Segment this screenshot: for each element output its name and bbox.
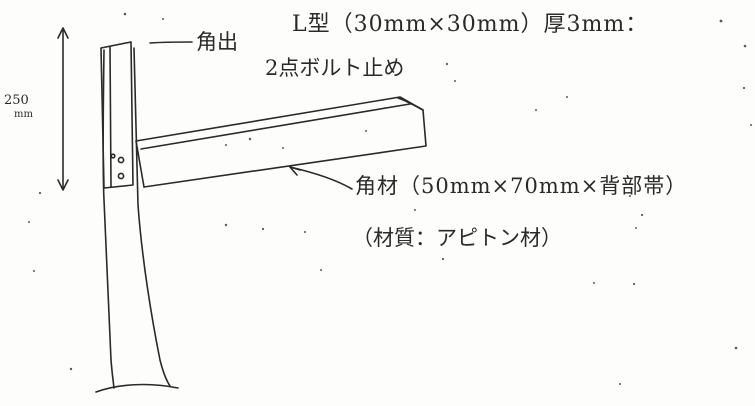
leader-lines <box>149 41 353 190</box>
l-angle-bracket <box>100 41 134 189</box>
label-material: （材質：アピトン材） <box>352 226 562 250</box>
paper-speckles <box>28 12 752 385</box>
vertical-post <box>95 47 179 393</box>
label-corner: 角出 <box>196 30 238 54</box>
dimension-line <box>57 27 69 191</box>
horizontal-beam <box>135 96 427 188</box>
label-bolt-fixing: 2点ボルト止め <box>265 56 405 80</box>
dimension-unit: mm <box>14 109 33 120</box>
dimension-value: 250 <box>4 93 29 108</box>
label-beam-spec: 角材（50mm×70mm×背部帯） <box>355 174 688 198</box>
label-l-angle-spec: L型（30mm×30mm）厚3mm： <box>292 12 649 37</box>
